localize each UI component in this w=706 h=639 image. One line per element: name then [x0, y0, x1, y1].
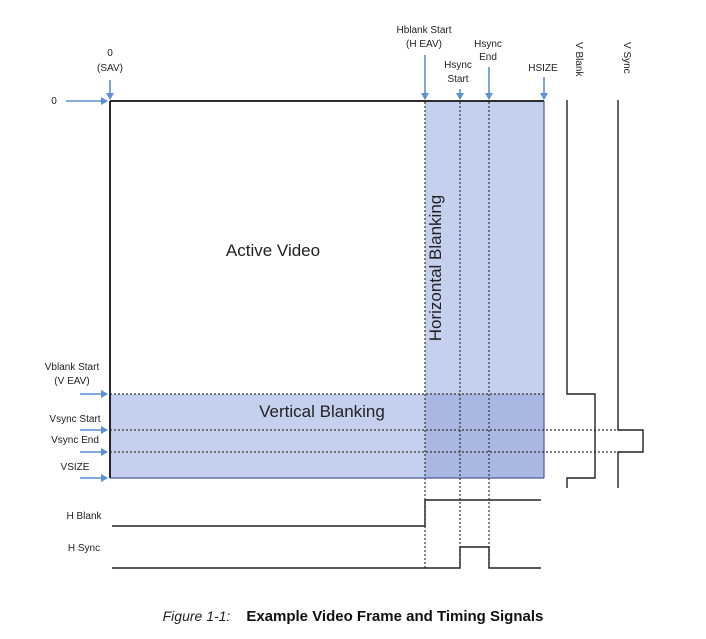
horizontal-blanking-region: [425, 102, 544, 394]
v-eav-label: (V EAV): [54, 376, 89, 387]
vblank-start-label: Vblank Start: [45, 362, 100, 373]
v-blank-label: V Blank: [573, 42, 584, 77]
sav-label: (SAV): [97, 63, 123, 74]
h-blank-waveform: [112, 499, 541, 527]
hsync-start-label-line1: Hsync: [444, 60, 472, 71]
zero-column-label: 0: [107, 48, 113, 59]
h-blank-label: H Blank: [66, 511, 102, 522]
vsync-start-label: Vsync Start: [49, 414, 100, 425]
h-eav-label: (H EAV): [406, 39, 442, 50]
v-sync-waveform: [617, 100, 644, 488]
blanking-overlap-region: [425, 394, 544, 478]
v-blank-waveform: [566, 100, 596, 488]
vsync-end-label: Vsync End: [51, 435, 99, 446]
figure-caption: Figure 1-1: Example Video Frame and Timi…: [163, 608, 544, 625]
hsync-end-label-line1: Hsync: [474, 39, 502, 50]
hsize-label: HSIZE: [528, 63, 558, 74]
active-video-label: Active Video: [226, 241, 320, 260]
figure-caption-title: Example Video Frame and Timing Signals: [246, 608, 543, 625]
vertical-blanking-region: [110, 394, 425, 478]
vertical-blanking-label: Vertical Blanking: [259, 402, 385, 421]
vsize-label: VSIZE: [61, 462, 90, 473]
zero-row-label: 0: [51, 96, 57, 107]
h-sync-waveform: [112, 546, 541, 569]
hsync-end-label-line2: End: [479, 52, 497, 63]
horizontal-blanking-label: Horizontal Blanking: [426, 195, 445, 341]
hsync-start-label-line2: Start: [447, 74, 468, 85]
hblank-start-label: Hblank Start: [396, 25, 451, 36]
figure-caption-prefix: Figure 1-1:: [163, 608, 231, 624]
v-sync-label: V Sync: [621, 42, 632, 74]
h-sync-label: H Sync: [68, 543, 100, 554]
